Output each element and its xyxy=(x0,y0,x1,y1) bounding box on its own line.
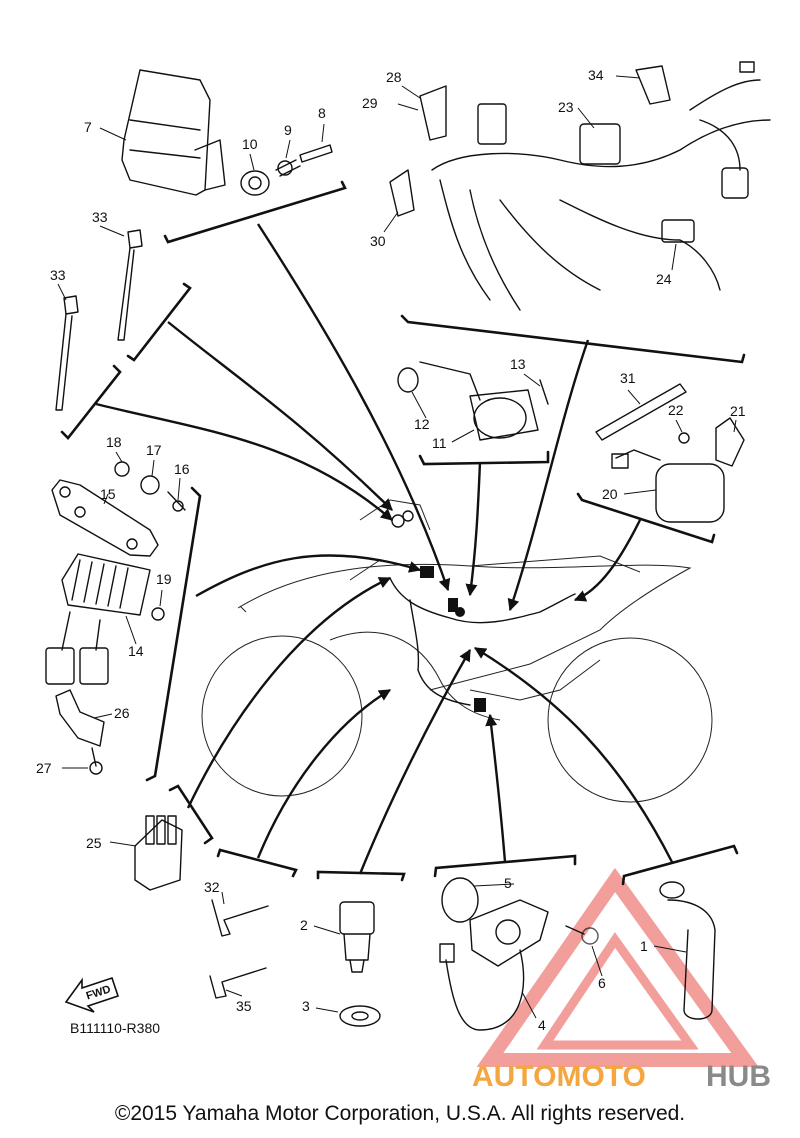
main-wire-harness xyxy=(389,61,771,311)
watermark-mark xyxy=(476,867,759,1067)
band-clips xyxy=(209,899,269,999)
callout-21: 21 xyxy=(730,403,746,419)
forward-arrow: FWD xyxy=(64,976,120,1013)
callout-33-left: 33 xyxy=(50,267,66,283)
callout-13: 13 xyxy=(510,356,526,372)
callout-11: 11 xyxy=(432,435,447,451)
callout-25: 25 xyxy=(86,835,102,851)
callout-28: 28 xyxy=(386,69,402,85)
callout-31: 31 xyxy=(620,370,636,386)
callout-23: 23 xyxy=(558,99,574,115)
callout-9: 9 xyxy=(284,122,292,138)
motorcycle-outline xyxy=(201,499,713,803)
callout-35: 35 xyxy=(236,998,252,1014)
callout-16: 16 xyxy=(174,461,190,477)
callout-18: 18 xyxy=(106,434,122,450)
plug-cap xyxy=(659,881,716,1020)
diagram-code: B111110-R380 xyxy=(70,1020,160,1036)
callout-26: 26 xyxy=(114,705,130,721)
relay xyxy=(134,815,183,891)
cable-ties xyxy=(55,229,143,411)
bike-harness xyxy=(389,510,576,712)
callout-20: 20 xyxy=(602,486,618,502)
temperature-sensor xyxy=(339,901,381,1027)
group-brackets xyxy=(60,180,746,886)
callout-1: 1 xyxy=(640,938,648,954)
ignition-coil xyxy=(397,361,549,441)
watermark-word-b: HUB xyxy=(706,1060,771,1093)
watermark-text: AUTOMOTO HUB xyxy=(472,1060,771,1093)
callout-19: 19 xyxy=(156,571,172,587)
ecu-unit xyxy=(121,69,333,196)
rectifier-regulator xyxy=(45,553,165,685)
bracket-plate xyxy=(51,461,186,557)
callout-14: 14 xyxy=(128,643,144,659)
callout-8: 8 xyxy=(318,105,326,121)
callout-32: 32 xyxy=(204,879,220,895)
callout-7: 7 xyxy=(84,119,92,135)
callout-4: 4 xyxy=(538,1017,546,1033)
callout-24: 24 xyxy=(656,271,672,287)
leader-lines xyxy=(95,223,674,875)
callout-5: 5 xyxy=(504,875,512,891)
callout-3: 3 xyxy=(302,998,310,1014)
callout-27: 27 xyxy=(36,760,52,776)
callout-10: 10 xyxy=(242,136,258,152)
callout-34: 34 xyxy=(588,67,604,83)
callouts: 1 2 3 4 5 6 7 8 9 10 11 12 13 14 15 16 1… xyxy=(36,67,746,1033)
callout-30: 30 xyxy=(370,233,386,249)
callout-6: 6 xyxy=(598,975,606,991)
sensor-bracket xyxy=(55,689,105,775)
callout-leaders xyxy=(57,75,737,1019)
callout-17: 17 xyxy=(146,442,162,458)
callout-33-top: 33 xyxy=(92,209,108,225)
callout-29: 29 xyxy=(362,95,378,111)
condenser xyxy=(595,383,745,523)
callout-2: 2 xyxy=(300,917,308,933)
callout-22: 22 xyxy=(668,402,684,418)
crank-sensor xyxy=(439,877,599,1031)
copyright-notice: ©2015 Yamaha Motor Corporation, U.S.A. A… xyxy=(114,1102,686,1125)
callout-12: 12 xyxy=(414,416,430,432)
watermark-word-a: AUTOMOTO xyxy=(472,1060,646,1093)
